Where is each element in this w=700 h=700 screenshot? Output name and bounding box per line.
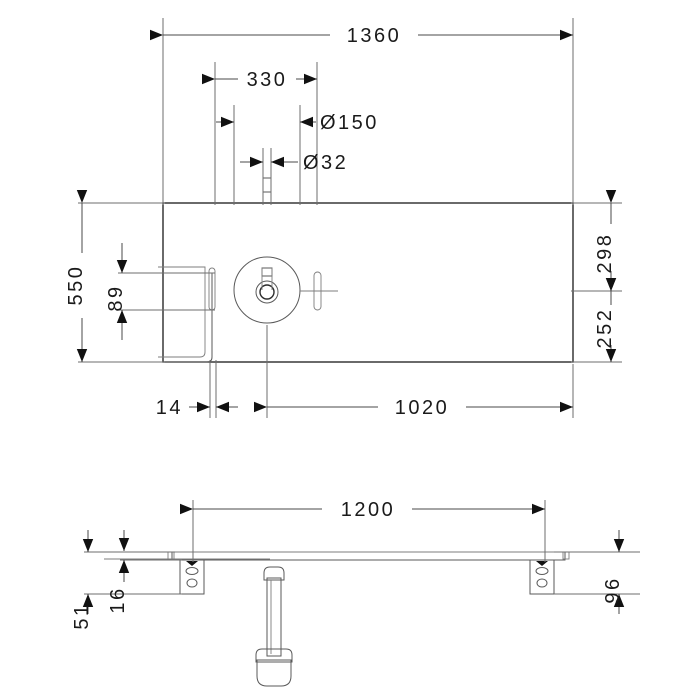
dim-centre-to-edge: 1020 — [254, 397, 573, 419]
dim-overall-depth: 550 — [65, 190, 88, 362]
drain-outer-circle — [233, 256, 301, 324]
dim-bracket-spacing: 1200 — [180, 499, 545, 521]
dim-waste-diameter: Ø32 — [240, 152, 348, 174]
dim-depth-lower-label: 252 — [594, 308, 616, 349]
dim-plate-thickness: 16 — [107, 530, 130, 614]
dim-bowl-diameter-label: Ø150 — [320, 112, 379, 134]
trap-top-collar — [263, 566, 285, 581]
dim-depth-lower: 252 — [594, 278, 617, 362]
bracket-right — [529, 559, 555, 595]
trap-pipe — [266, 577, 282, 657]
dim-bowl-diameter: Ø150 — [216, 112, 379, 134]
dim-tap-hole-offset: 330 — [202, 69, 317, 91]
dim-waste-diameter-label: Ø32 — [303, 152, 348, 174]
bracket-left-hole-upper — [185, 567, 199, 575]
dim-bracket-height-label: 96 — [602, 576, 624, 603]
drain-trap-assembly — [255, 566, 293, 687]
bracket-left — [179, 559, 205, 595]
dim-bowl-depth-label: 89 — [105, 284, 127, 311]
bracket-left-hole-lower — [186, 578, 198, 588]
trap-bottle-body — [256, 659, 292, 687]
bracket-right-hole-lower — [536, 578, 548, 588]
bracket-left-body — [179, 559, 205, 595]
bracket-left-notch — [186, 561, 198, 566]
bracket-right-notch — [536, 561, 548, 566]
dim-plate-thickness-label: 16 — [107, 586, 129, 613]
dim-bracket-height: 96 — [602, 530, 625, 614]
dim-bowl-depth: 89 — [105, 243, 128, 340]
dim-centre-to-edge-label: 1020 — [395, 397, 450, 419]
dim-total-height: 51 — [71, 530, 94, 630]
dim-overall-width: 1360 — [150, 25, 573, 47]
bracket-right-hole-upper — [535, 567, 549, 575]
dim-tap-hole-offset-label: 330 — [247, 69, 288, 91]
bowl-inner-outline-offset — [158, 266, 206, 358]
bowl-inner-outline — [163, 272, 213, 363]
dim-overall-width-label: 1360 — [347, 25, 402, 47]
drain-inner-circle — [259, 284, 275, 300]
washbasin-outline — [162, 202, 574, 363]
dim-edge-offset: 14 — [156, 397, 238, 419]
front-view-group: 1200 51 16 96 — [71, 499, 640, 687]
dim-depth-upper-label: 298 — [594, 233, 616, 274]
dim-total-height-label: 51 — [71, 602, 93, 629]
bracket-right-body — [529, 559, 555, 595]
trap-bottle-shoulder — [255, 648, 293, 663]
drain-mid-circle — [255, 280, 279, 304]
dim-edge-offset-label: 14 — [156, 397, 183, 419]
top-view-group: 1360 330 Ø150 Ø32 550 — [65, 18, 622, 419]
dim-bracket-spacing-label: 1200 — [341, 499, 396, 521]
dim-overall-depth-label: 550 — [65, 265, 87, 306]
